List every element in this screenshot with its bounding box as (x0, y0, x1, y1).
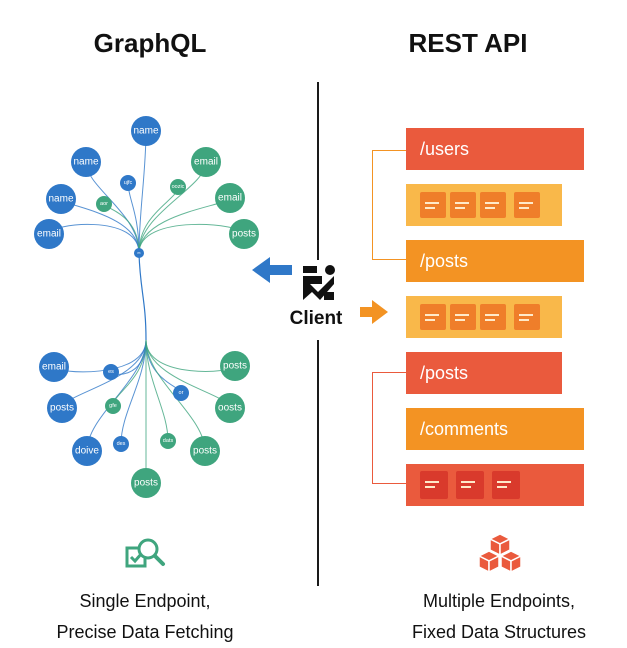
data-cell (514, 192, 540, 218)
graphql-caption-line2: Precise Data Fetching (56, 622, 234, 642)
tree-node (71, 147, 101, 177)
graphql-caption-line1: Single Endpoint, (79, 591, 211, 611)
endpoint-posts-label: /posts (420, 250, 469, 271)
tree-node (215, 393, 245, 423)
tree-link (86, 339, 147, 452)
tree-node-label: email (194, 157, 218, 168)
data-cell (450, 192, 476, 218)
divider-bottom (317, 340, 319, 586)
data-cell (420, 192, 446, 218)
tree-node-label: dats (163, 438, 174, 444)
endpoint-posts-2: /posts (406, 352, 562, 394)
tree-node (131, 116, 161, 146)
tree-node (191, 147, 221, 177)
graphql-caption: Single Endpoint, Precise Data Fetching (10, 586, 280, 648)
tree-connections (48, 130, 245, 483)
posts-bracket (372, 372, 407, 484)
tree-node-label: email (42, 362, 66, 373)
tree-node-label: doive (75, 446, 99, 457)
client-logo-icon (303, 265, 335, 300)
tree-node (229, 219, 259, 249)
endpoint-posts: /posts (406, 240, 584, 282)
tree-trunk (138, 252, 147, 341)
data-cell (420, 471, 448, 499)
tree-node (96, 196, 112, 212)
tree-nodes: name name name email ujfc aor oozic email email p… (34, 116, 259, 498)
tree-node-label: posts (134, 478, 158, 489)
rest-caption-line1: Multiple Endpoints, (422, 591, 576, 611)
tree-link (138, 186, 179, 254)
arrow-left-icon (252, 257, 292, 283)
tree-node (47, 393, 77, 423)
posts-data-row (406, 296, 562, 338)
tree-node (173, 385, 189, 401)
endpoint-comments-label: /comments (420, 418, 509, 439)
tree-node-label: oozic (172, 184, 185, 190)
tree-node-label: oosts (218, 403, 242, 414)
tree-node (34, 219, 64, 249)
endpoint-comments: /comments (406, 408, 584, 450)
tree-node-label: aor (100, 201, 108, 207)
search-check-icon (125, 538, 165, 568)
comments-data-row (406, 464, 584, 506)
tree-node-label: des (117, 441, 126, 447)
tree-node-label: posts (223, 361, 247, 372)
tree-node (103, 364, 119, 380)
arrow-right-icon (360, 300, 388, 324)
rest-caption-line2: Fixed Data Structures (411, 622, 587, 642)
tree-node (134, 248, 144, 258)
tree-node (170, 179, 186, 195)
tree-node-label: posts (193, 446, 217, 457)
tree-link (120, 339, 147, 445)
tree-node-label: posts (50, 403, 74, 414)
tree-link (145, 339, 182, 394)
tree-node-label: posts (232, 229, 256, 240)
client-label: Client (289, 308, 343, 329)
tree-node (160, 433, 176, 449)
tree-link (138, 223, 245, 254)
endpoint-users: /users (406, 128, 584, 170)
tree-node-label: name (133, 126, 158, 137)
data-cell (480, 192, 506, 218)
tree-node (105, 398, 121, 414)
tree-link (145, 339, 169, 442)
divider-top (317, 82, 319, 260)
tree-node (131, 468, 161, 498)
tree-node-label: or (179, 390, 184, 396)
stacked-cubes-icon (477, 533, 523, 574)
users-data-row (406, 184, 562, 226)
users-bracket (372, 150, 407, 260)
tree-node (215, 183, 245, 213)
tree-node-label: m (138, 251, 141, 255)
tree-node-label: es (108, 369, 114, 375)
rest-caption: Multiple Endpoints, Fixed Data Structure… (364, 586, 627, 648)
endpoint-users-label: /users (420, 138, 470, 159)
tree-node (220, 351, 250, 381)
tree-node (113, 436, 129, 452)
graphql-title: GraphQL (93, 28, 207, 58)
rest-api-title: REST API (408, 28, 528, 58)
data-cell (514, 304, 540, 330)
tree-node (72, 436, 102, 466)
tree-node-label: email (218, 193, 242, 204)
tree-node (190, 436, 220, 466)
data-cell (420, 304, 446, 330)
tree-node (46, 184, 76, 214)
data-cell (450, 304, 476, 330)
tree-node (39, 352, 69, 382)
tree-node-label: name (48, 194, 73, 205)
tree-node-label: email (37, 229, 61, 240)
data-cell (480, 304, 506, 330)
tree-node-label: name (73, 157, 98, 168)
data-cell (492, 471, 520, 499)
graphql-tree: name name name email ujfc aor oozic email email p… (34, 116, 259, 498)
tree-link (138, 161, 207, 254)
tree-node-label: ujfc (124, 180, 133, 186)
tree-node-label: gfe (109, 403, 117, 409)
data-cell (456, 471, 484, 499)
tree-node (120, 175, 136, 191)
endpoint-posts-2-label: /posts (420, 362, 469, 383)
